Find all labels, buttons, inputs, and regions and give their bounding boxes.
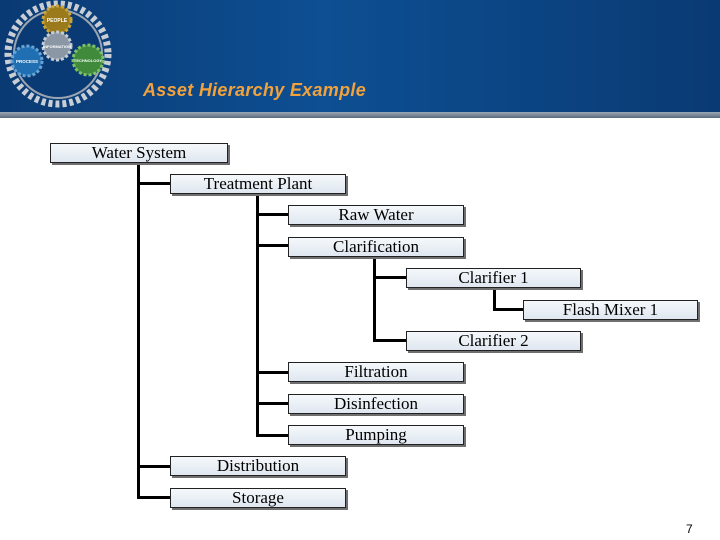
node-raw-water: Raw Water — [288, 205, 464, 225]
gear-label: PROCESS — [16, 59, 38, 64]
node-storage: Storage — [170, 488, 346, 508]
page-number: 7 — [686, 522, 693, 536]
connector-line — [373, 276, 406, 279]
gear-label: INFORMATION — [43, 44, 71, 49]
connector-line — [373, 339, 406, 342]
gear-label: TECHNOLOGY — [74, 58, 103, 63]
connector-line — [137, 182, 170, 185]
connector-line — [256, 213, 288, 216]
node-disinfection: Disinfection — [288, 394, 464, 414]
header-divider — [0, 112, 720, 118]
node-water-system: Water System — [50, 143, 228, 163]
connector-line — [493, 288, 496, 311]
connector-line — [373, 257, 376, 342]
connector-line — [137, 465, 170, 468]
connector-line — [493, 308, 523, 311]
node-distribution: Distribution — [170, 456, 346, 476]
node-clarifier-2: Clarifier 2 — [406, 331, 581, 351]
connector-line — [256, 194, 259, 437]
node-clarification: Clarification — [288, 237, 464, 257]
connector-line — [137, 163, 140, 499]
node-flash-mixer-1: Flash Mixer 1 — [523, 300, 698, 320]
connector-line — [137, 496, 170, 499]
node-treatment-plant: Treatment Plant — [170, 174, 346, 194]
slide-title: Asset Hierarchy Example — [143, 80, 367, 100]
node-pumping: Pumping — [288, 425, 464, 445]
node-filtration: Filtration — [288, 362, 464, 382]
header-banner: PEOPLE INFORMATION PROCESS TECHNOLOGY As… — [0, 0, 720, 112]
gears-logo: PEOPLE INFORMATION PROCESS TECHNOLOGY — [4, 0, 112, 108]
connector-line — [256, 434, 288, 437]
connector-line — [256, 244, 288, 247]
connector-line — [256, 402, 288, 405]
gear-label: PEOPLE — [47, 18, 68, 24]
connector-line — [256, 371, 288, 374]
node-clarifier-1: Clarifier 1 — [406, 268, 581, 288]
